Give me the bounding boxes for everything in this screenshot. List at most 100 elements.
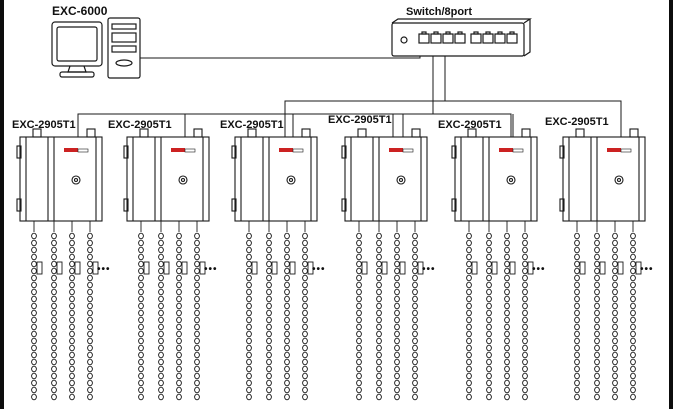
chain-link: [356, 323, 362, 331]
sensor-strings: [356, 221, 424, 401]
controller-label: EXC-2905T1: [545, 116, 609, 128]
chain-link: [522, 372, 528, 380]
chain-link: [31, 351, 37, 359]
chain-link: [266, 365, 272, 373]
chain-link: [574, 309, 580, 317]
chain-link: [302, 344, 308, 352]
chain-link: [356, 337, 362, 345]
chain-link: [594, 372, 600, 380]
chain-link: [504, 260, 510, 268]
chain-link: [31, 365, 37, 373]
chain-link: [51, 337, 57, 345]
chain-link: [522, 379, 528, 387]
chain-link: [412, 316, 418, 324]
chain-link: [51, 267, 57, 275]
controller-4: EXC-2905T1•••: [328, 114, 435, 401]
chain-link: [574, 253, 580, 261]
chain-link: [466, 246, 472, 254]
chain-link: [87, 288, 93, 296]
controller-cabinet-icon: [559, 128, 646, 222]
chain-link: [504, 379, 510, 387]
chain-link: [31, 358, 37, 366]
chain-link: [594, 281, 600, 289]
chain-link: [246, 295, 252, 303]
switch-port-7: [494, 33, 506, 44]
chain-link: [284, 302, 290, 310]
chain-link: [194, 344, 200, 352]
chain-link: [176, 372, 182, 380]
chain-link: [504, 281, 510, 289]
chain-link: [194, 302, 200, 310]
chain-link: [376, 274, 382, 282]
chain-link: [302, 253, 308, 261]
exc-logo: [607, 148, 632, 153]
chain-link: [194, 260, 200, 268]
pc-label: EXC-6000: [52, 4, 108, 18]
chain-link: [412, 281, 418, 289]
chain-link: [87, 330, 93, 338]
chain-link: [594, 232, 600, 240]
chain-link: [612, 288, 618, 296]
sensor-clip: [399, 261, 406, 275]
chain-link: [612, 337, 618, 345]
chain-link: [87, 260, 93, 268]
chain-link: [176, 309, 182, 317]
chain-link: [51, 365, 57, 373]
chain-link: [138, 302, 144, 310]
chain-link: [394, 309, 400, 317]
chain-link: [376, 316, 382, 324]
chain-link: [51, 274, 57, 282]
chain-link: [504, 253, 510, 261]
chain-link: [356, 344, 362, 352]
chain-link: [158, 372, 164, 380]
chain-link: [87, 344, 93, 352]
ethernet-cables: [77, 56, 622, 137]
chain-link: [574, 386, 580, 394]
chain-link: [31, 337, 37, 345]
chain-link: [376, 246, 382, 254]
chain-link: [522, 323, 528, 331]
chain-link: [176, 288, 182, 296]
chain-link: [466, 386, 472, 394]
chain-link: [51, 260, 57, 268]
chain-link: [594, 379, 600, 387]
controller-3: EXC-2905T1•••: [220, 119, 325, 401]
chain-link: [394, 246, 400, 254]
chain-link: [394, 302, 400, 310]
chain-link: [266, 246, 272, 254]
chain-link: [612, 323, 618, 331]
chain-link: [302, 358, 308, 366]
chain-link: [284, 260, 290, 268]
chain-link: [612, 295, 618, 303]
chain-link: [194, 309, 200, 317]
chain-link: [412, 246, 418, 254]
chain-link: [69, 344, 75, 352]
chain-link: [246, 267, 252, 275]
chain-link: [376, 302, 382, 310]
chain-link: [194, 253, 200, 261]
chain-link: [504, 386, 510, 394]
chain-link: [51, 344, 57, 352]
chain-link: [522, 337, 528, 345]
controller-cabinet-icon: [123, 128, 210, 222]
chain-link: [630, 281, 636, 289]
chain-link: [412, 253, 418, 261]
more-strings-ellipsis: •••: [640, 264, 654, 275]
chain-link: [486, 267, 492, 275]
chain-link: [412, 365, 418, 373]
chain-link: [87, 323, 93, 331]
chain-link: [176, 239, 182, 247]
chain-link: [630, 358, 636, 366]
chain-link: [466, 323, 472, 331]
chain-link: [266, 267, 272, 275]
chain-link: [194, 316, 200, 324]
chain-link: [522, 351, 528, 359]
chain-link: [504, 393, 510, 401]
chain-link: [87, 281, 93, 289]
chain-link: [302, 309, 308, 317]
chain-link: [376, 232, 382, 240]
chain-link: [574, 379, 580, 387]
chain-link: [284, 316, 290, 324]
switch-port-tab: [421, 31, 427, 35]
chain-link: [31, 372, 37, 380]
